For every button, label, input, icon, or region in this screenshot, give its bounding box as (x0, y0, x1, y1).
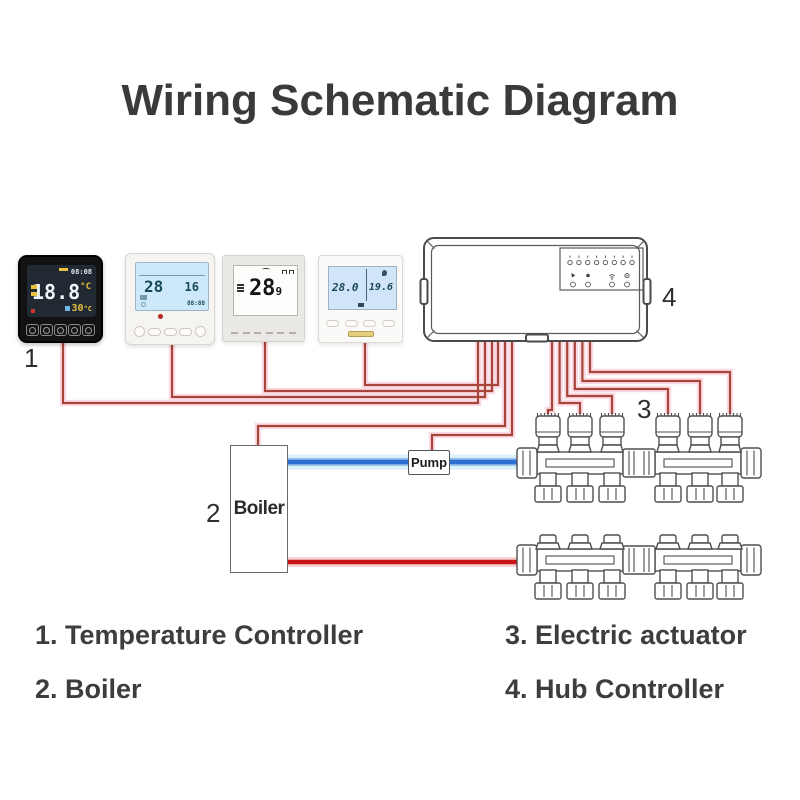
thermostat-touch: 289 (222, 255, 305, 342)
hub-led-panel (559, 247, 644, 291)
setpoint-unit: °C (83, 305, 92, 313)
touch-keys (231, 332, 296, 334)
temp-decimal: 9 (275, 285, 283, 298)
thermostat-black: 08:08 18.8°C 30°C (18, 255, 103, 343)
lcd-time: 08:08 (70, 268, 92, 276)
thermostat-blue-lcd: 28 16 88:88 (125, 253, 215, 345)
electric-actuator (687, 412, 713, 453)
thermostat-button (326, 320, 339, 327)
thermostat-button (40, 324, 53, 336)
lcd-icon (31, 292, 37, 296)
lcd-icon (140, 295, 147, 300)
hub-bottom-notch (525, 333, 549, 343)
secondary-value: 16 (184, 280, 199, 294)
temp-value: 18.8 (31, 280, 81, 304)
setpoint-value: 30 (71, 303, 84, 314)
flame-icon (586, 273, 590, 278)
temp-unit: °C (80, 282, 91, 292)
callout-temperature-controller: 1 (24, 343, 39, 373)
lcd-heat-indicator (31, 309, 35, 313)
manifold-bottom (516, 534, 762, 600)
thermostat-button (163, 327, 177, 336)
leaf-icon (571, 273, 576, 278)
lcd-icon (237, 284, 244, 286)
boiler-label: Boiler (233, 498, 285, 519)
thermostat-button (179, 327, 193, 336)
wifi-icon (608, 274, 616, 278)
manifold-top (516, 412, 762, 503)
touch-key (254, 332, 262, 334)
thermostat-button (134, 326, 145, 337)
gear-icon (624, 273, 630, 279)
thermostat-button (26, 324, 39, 336)
lcd-temperature: 289 (234, 276, 297, 301)
electric-actuator (717, 412, 743, 453)
thermostat-black-screen: 08:08 18.8°C 30°C (27, 265, 96, 317)
touch-key (288, 332, 296, 334)
thermostat-buttons (134, 326, 206, 337)
lcd-divider (365, 269, 367, 301)
flame-icon (382, 270, 387, 276)
lcd-icon (64, 306, 70, 311)
target-temp-value: 19.6 (368, 282, 393, 293)
lcd-icon (358, 303, 365, 307)
temp-value: 28 (248, 276, 276, 301)
hub-corner-seams (426, 240, 645, 339)
touch-key (231, 332, 238, 334)
lcd-icon (141, 302, 146, 307)
thermostat-button (82, 324, 95, 336)
legend-temperature-controller: 1. Temperature Controller (35, 620, 364, 650)
lcd-temperature: 18.8°C (27, 280, 96, 304)
electric-actuator (567, 412, 593, 453)
lcd-clock: 88:88 (186, 300, 205, 307)
lcd-icon (289, 270, 294, 274)
thermostat-split-lcd: 28.0 19.6 (318, 255, 403, 343)
callout-hub-controller: 4 (662, 282, 677, 312)
touch-key (265, 332, 273, 334)
touch-key (277, 332, 285, 334)
page-title: Wiring Schematic Diagram (121, 76, 679, 125)
pump: Pump (408, 450, 450, 475)
electric-actuator (599, 412, 625, 453)
thermostat-button (381, 320, 395, 327)
lcd-icon (262, 268, 270, 271)
thermostat-button (54, 324, 67, 336)
callout-electric-actuator: 3 (637, 394, 652, 424)
thermostat-lcd: 28.0 19.6 (328, 266, 397, 310)
electric-actuator (655, 412, 681, 453)
room-temp-value: 28.0 (332, 281, 359, 294)
power-led (158, 314, 163, 319)
touch-key (242, 332, 250, 334)
thermostat-buttons (26, 324, 95, 336)
thermostat-button (195, 326, 206, 337)
signal-wires (59, 341, 734, 452)
lcd-icon (31, 285, 37, 289)
temp-value: 28 (144, 277, 164, 296)
thermostat-button (68, 324, 81, 336)
boiler: Boiler (230, 445, 288, 573)
legend-boiler: 2. Boiler (35, 674, 142, 704)
thermostat-button (344, 320, 358, 327)
hub-left-tab (419, 278, 429, 305)
lcd-setpoint: 30°C (64, 303, 92, 314)
legend-hub-controller: 4. Hub Controller (505, 674, 725, 704)
thermostat-button (147, 327, 161, 336)
thermostat-button (363, 320, 377, 327)
pump-label: Pump (410, 455, 448, 470)
battery-slot (347, 331, 374, 337)
hub-controller (419, 237, 652, 343)
lcd-segment (59, 268, 68, 271)
lcd-divider (139, 275, 205, 276)
thermostat-buttons (326, 320, 395, 327)
thermostat-lcd: 289 (233, 265, 298, 316)
legend-electric-actuator: 3. Electric actuator (505, 620, 747, 650)
lcd-icon (282, 270, 287, 274)
electric-actuator (535, 412, 561, 453)
hub-right-tab (642, 278, 652, 305)
callout-boiler: 2 (206, 498, 221, 528)
thermostat-lcd: 28 16 88:88 (135, 262, 209, 311)
